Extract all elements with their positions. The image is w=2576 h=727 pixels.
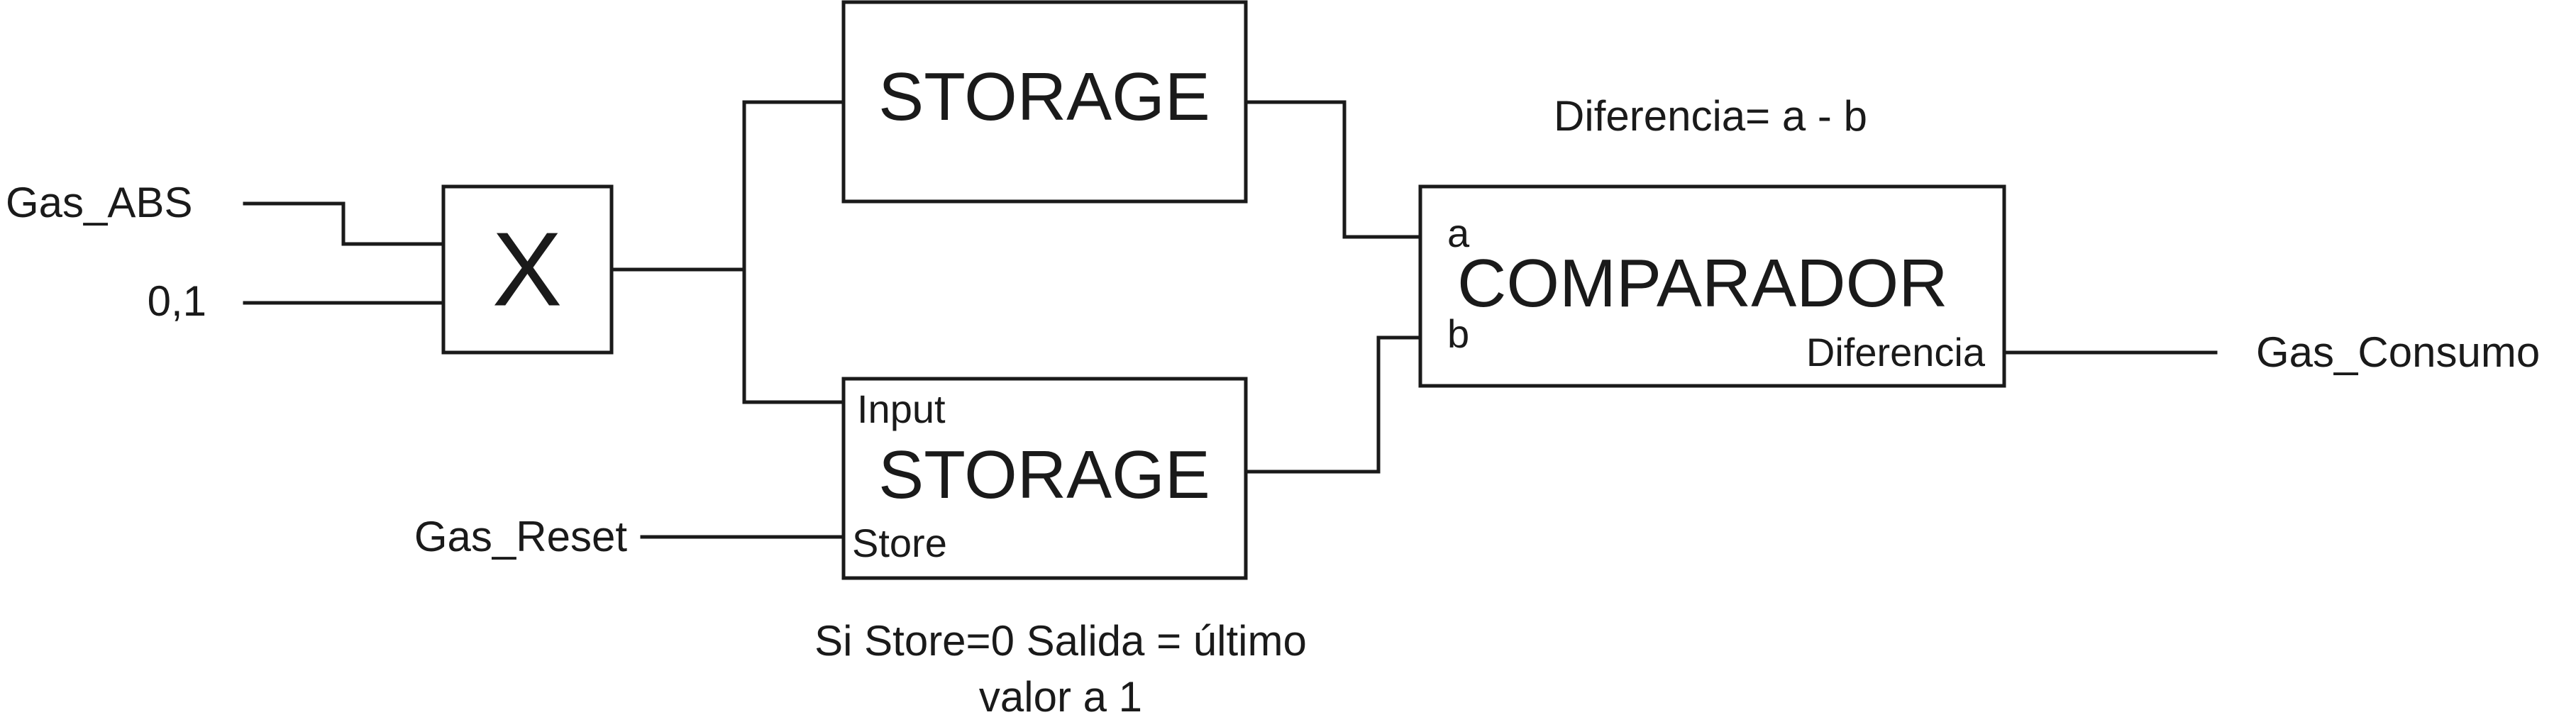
- storage-top-box: [841, 0, 1248, 204]
- multiplier-block: X: [441, 184, 614, 355]
- storage-bottom-block: Input STORAGE Store: [841, 377, 1248, 580]
- wires: [243, 100, 2218, 539]
- storage-top-block: STORAGE: [841, 0, 1248, 204]
- output-label-gas-consumo: Gas_Consumo: [2256, 328, 2540, 376]
- annotations: Diferencia= a - b Si Store=0 Salida = úl…: [814, 92, 1867, 721]
- storage-top-label: STORAGE: [878, 59, 1210, 135]
- input-label-gas-abs: Gas_ABS: [6, 179, 192, 226]
- wire-to-bottom-storage-input: [742, 267, 846, 404]
- comparator-label: COMPARADOR: [1457, 245, 1948, 321]
- signal-labels: Gas_ABS 0,1 Gas_Reset Gas_Consumo: [6, 179, 2540, 560]
- multiplier-box: [441, 184, 614, 355]
- comparator-block: a COMPARADOR b Diferencia: [1418, 184, 2006, 388]
- comparator-port-a: a: [1447, 211, 1470, 255]
- input-label-gas-reset: Gas_Reset: [414, 513, 627, 560]
- comparator-output-port: Diferencia: [1806, 330, 1986, 374]
- storage-note-line2: valor a 1: [979, 673, 1142, 721]
- wire-top-storage-to-comparator-a: [1244, 100, 1422, 239]
- wire-bottom-storage-to-comparator-b: [1244, 335, 1422, 474]
- wire-to-top-storage: [742, 100, 846, 272]
- storage-bottom-store-port: Store: [852, 521, 947, 565]
- comparator-port-b: b: [1447, 311, 1469, 356]
- multiplier-symbol: X: [492, 211, 563, 328]
- difference-formula-note: Diferencia= a - b: [1554, 92, 1867, 140]
- storage-bottom-input-port: Input: [857, 387, 946, 431]
- comparator-box: [1418, 184, 2006, 388]
- input-label-constant: 0,1: [148, 277, 206, 325]
- storage-bottom-box: [841, 377, 1248, 580]
- storage-note-line1: Si Store=0 Salida = último: [814, 617, 1307, 665]
- wire-gas-abs-to-multiplier: [243, 201, 446, 246]
- storage-bottom-label: STORAGE: [878, 437, 1210, 513]
